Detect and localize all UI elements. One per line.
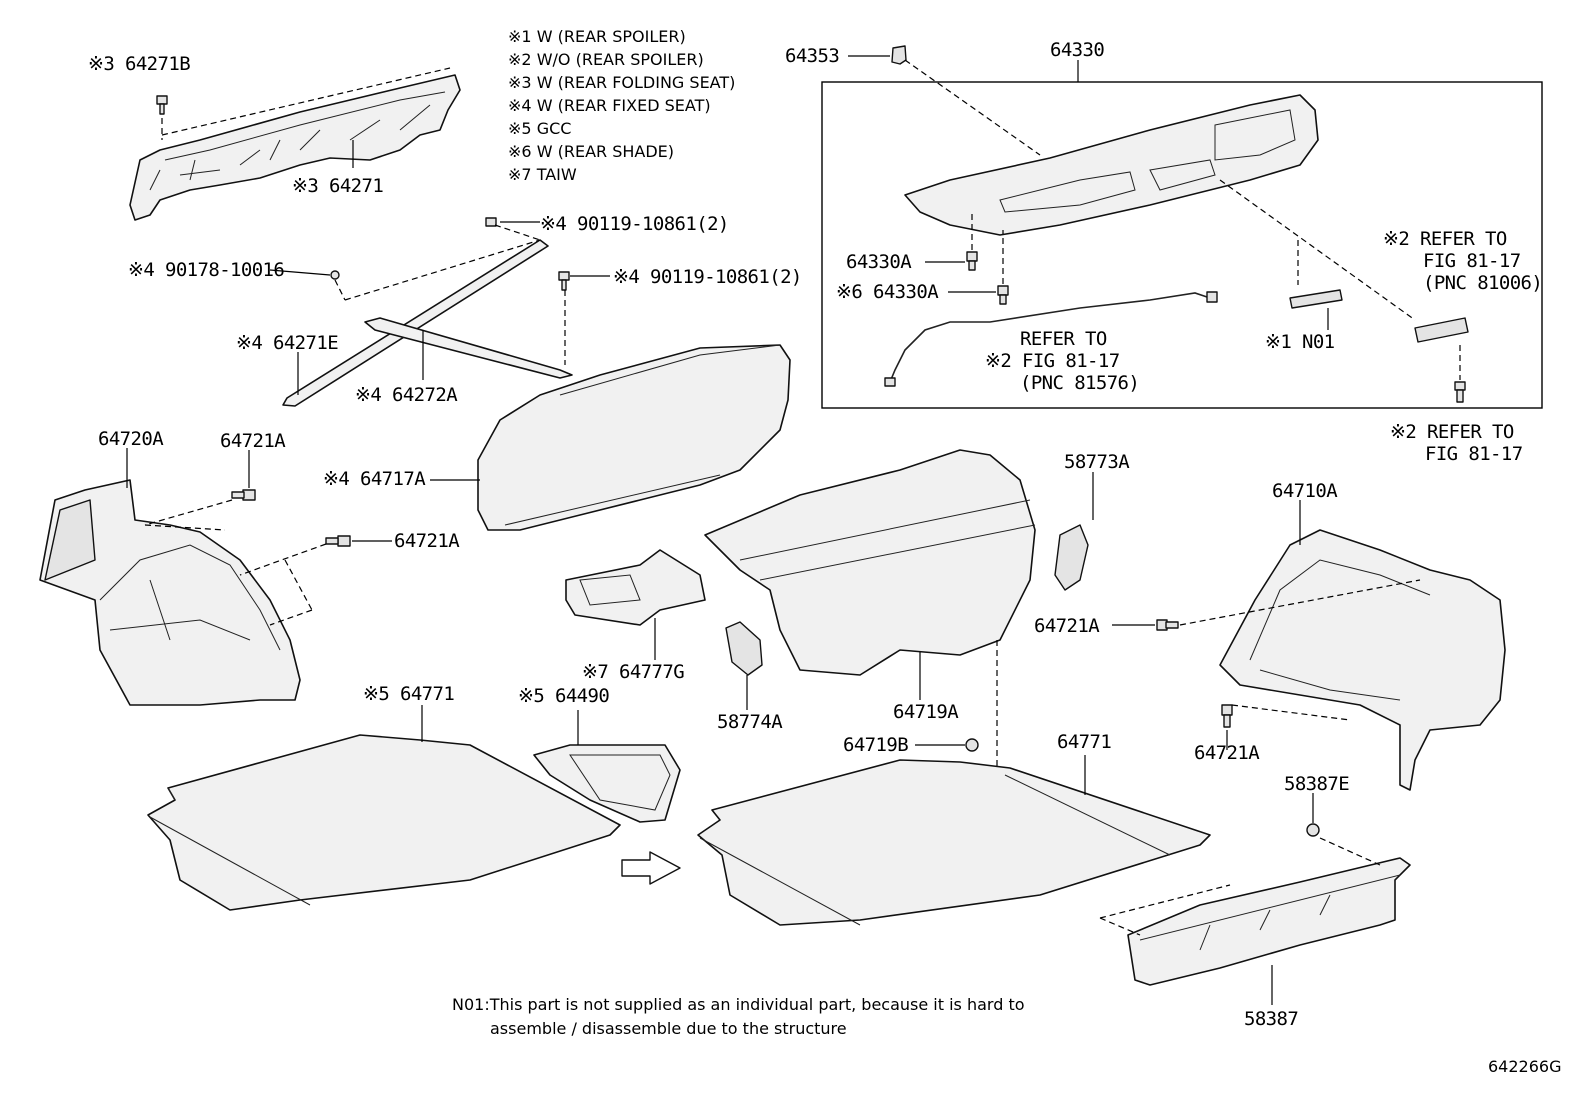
callout-64330A-1: 64330A (846, 251, 912, 273)
callout-64330A-2: ※6 64330A (836, 281, 939, 303)
callout-refer-81006-l2: FIG 81-17 (1423, 250, 1521, 272)
callout-90119-10861-a: ※4 90119-10861(2) (540, 213, 729, 235)
callout-90119-10861-b: ※4 90119-10861(2) (613, 266, 802, 288)
clip-64330A-a (966, 251, 978, 271)
part-64777G-tray (565, 549, 706, 626)
callout-58387: 58387 (1244, 1008, 1298, 1030)
callout-64721A-2: 64721A (394, 530, 460, 552)
bolt-refer (1454, 381, 1466, 403)
callout-refer-fig-l2: FIG 81-17 (1425, 443, 1523, 465)
callout-58774A: 58774A (717, 711, 783, 733)
clip-64330A-b (997, 285, 1009, 305)
bolt-90119b (558, 271, 570, 291)
callout-64771-1: ※5 64771 (363, 683, 454, 705)
callout-64777G: ※7 64777G (582, 661, 684, 683)
callout-58773A: 58773A (1064, 451, 1130, 473)
clip-58387E (1306, 823, 1320, 837)
clip-64721A-d (1221, 704, 1233, 728)
callout-refer-81006-l1: ※2 REFER TO (1383, 228, 1507, 250)
clip-64721A-a (231, 489, 256, 501)
part-64719A-lid-trim (704, 449, 1036, 676)
part-64717A-panel (477, 344, 791, 531)
part-64771-mat-b (697, 759, 1211, 926)
callout-64490: ※5 64490 (518, 685, 609, 707)
callout-refer-81576-l3: (PNC 81576) (1020, 372, 1139, 394)
callout-64330: 64330 (1050, 39, 1104, 61)
part-spoiler-cover (1414, 317, 1469, 343)
bracket-64353 (891, 45, 907, 65)
part-58774A (725, 621, 763, 676)
callout-64721A-4: 64721A (1194, 742, 1260, 764)
footnote-line-1: N01:This part is not supplied as an indi… (452, 995, 1025, 1014)
callout-64721A-1: 64721A (220, 430, 286, 452)
part-N01 (1289, 289, 1343, 309)
part-64330-package-tray (904, 94, 1319, 236)
part-64710A-quarter-trim (1219, 529, 1506, 791)
clip-64719B (965, 738, 979, 752)
legend-item-1: ※1 W (REAR SPOILER) (508, 27, 686, 46)
legend: ※1 W (REAR SPOILER) ※2 W/O (REAR SPOILER… (508, 27, 735, 184)
group-box-64330 (821, 81, 1543, 409)
callout-64721A-3: 64721A (1034, 615, 1100, 637)
callout-64271: ※3 64271 (292, 175, 383, 197)
arrow-indicator (621, 851, 681, 885)
legend-item-5: ※5 GCC (508, 119, 571, 138)
legend-item-4: ※4 W (REAR FIXED SEAT) (508, 96, 711, 115)
part-64771-mat-a (147, 734, 621, 911)
clip-64721A-c (1156, 619, 1179, 631)
callout-refer-81006-l3: (PNC 81006) (1423, 272, 1542, 294)
callout-64353: 64353 (785, 45, 839, 67)
callout-64272A: ※4 64272A (355, 384, 458, 406)
callout-refer-81576-l1: REFER TO (1020, 328, 1107, 350)
callout-58387E: 58387E (1284, 773, 1349, 795)
callout-64271E: ※4 64271E (236, 332, 338, 354)
clip-64721A-b (325, 535, 351, 547)
callout-64771-2: 64771 (1057, 731, 1111, 753)
part-64720A-quarter-trim (39, 479, 301, 706)
callout-64719B: 64719B (843, 734, 908, 756)
bolt-90119a (485, 217, 497, 227)
callout-N01: ※1 N01 (1265, 331, 1335, 353)
callout-64271B: ※3 64271B (88, 53, 190, 75)
legend-item-3: ※3 W (REAR FOLDING SEAT) (508, 73, 735, 92)
part-64271-trim (129, 74, 461, 221)
footnote-line-2: assemble / disassemble due to the struct… (490, 1019, 847, 1038)
part-64490-tray (533, 744, 681, 823)
part-64271E-bar (282, 239, 573, 407)
clip-64271B (156, 95, 168, 115)
callout-64719A: 64719A (893, 701, 959, 723)
part-58773A (1054, 524, 1089, 591)
diagram-id: 642266G (1488, 1057, 1561, 1076)
callout-64717A: ※4 64717A (323, 468, 426, 490)
wire-harness (884, 291, 1218, 387)
callout-64710A: 64710A (1272, 480, 1338, 502)
callout-90178-10016: ※4 90178-10016 (128, 259, 284, 281)
nut-90178 (330, 270, 340, 280)
part-58387-sill-plate (1127, 857, 1411, 986)
callout-refer-fig-l1: ※2 REFER TO (1390, 421, 1514, 443)
callout-64720A: 64720A (98, 428, 164, 450)
legend-item-2: ※2 W/O (REAR SPOILER) (508, 50, 704, 69)
legend-item-7: ※7 TAIW (508, 165, 577, 184)
legend-item-6: ※6 W (REAR SHADE) (508, 142, 674, 161)
callout-refer-81576-l2: ※2 FIG 81-17 (985, 350, 1120, 372)
